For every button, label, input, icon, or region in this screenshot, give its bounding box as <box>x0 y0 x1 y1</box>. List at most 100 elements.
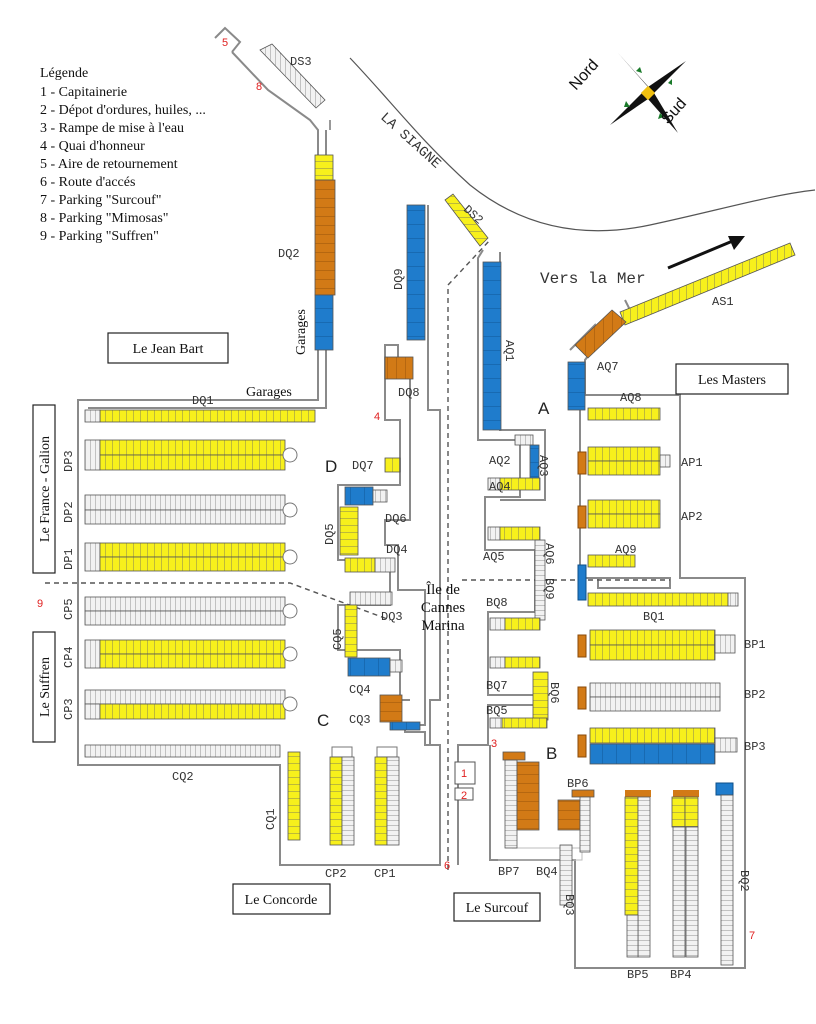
pontoon-dq4-gray[interactable] <box>374 557 396 573</box>
pontoon-aq7-blue[interactable] <box>567 361 586 411</box>
pontoon-bp7-gray[interactable] <box>504 759 518 849</box>
pontoon-bq8-gray[interactable] <box>489 617 506 631</box>
section-d: D <box>325 457 337 476</box>
svg-text:BP6: BP6 <box>567 777 589 791</box>
pontoon-bp5[interactable] <box>624 790 651 958</box>
pontoon-aq9[interactable] <box>587 554 636 568</box>
svg-text:BP2: BP2 <box>744 688 766 702</box>
svg-text:AQ7: AQ7 <box>597 360 619 374</box>
pontoon-dp1[interactable] <box>84 542 298 572</box>
pontoon-bq8[interactable] <box>504 617 541 631</box>
pontoon-bq7[interactable] <box>504 656 541 669</box>
svg-text:DQ4: DQ4 <box>386 543 408 557</box>
svg-text:4: 4 <box>374 411 380 423</box>
svg-text:CP3: CP3 <box>62 698 76 720</box>
pontoon-bp4[interactable] <box>671 790 699 958</box>
dashed-boundary <box>447 239 491 870</box>
place-masters: Les Masters <box>675 363 789 395</box>
pontoon-bp3[interactable] <box>577 727 738 765</box>
pontoon-bq4[interactable] <box>557 799 581 831</box>
svg-text:BQ1: BQ1 <box>643 610 665 624</box>
pontoon-bp7-head[interactable] <box>502 751 526 761</box>
pontoon-dq9[interactable] <box>406 204 426 341</box>
pontoon-cq4[interactable] <box>347 657 391 677</box>
pontoon-bq5[interactable] <box>501 717 548 729</box>
pontoon-dq2-blue[interactable] <box>314 294 334 351</box>
pontoon-dq5[interactable] <box>339 506 359 556</box>
pontoon-aq5[interactable] <box>499 526 541 541</box>
legend-item: 2 - Dépot d'ordures, huiles, ... <box>40 103 206 118</box>
pontoon-bp2[interactable] <box>577 682 721 712</box>
pontoon-bq2-blue[interactable] <box>715 782 734 796</box>
svg-text:9: 9 <box>37 598 43 610</box>
svg-text:Le Surcouf: Le Surcouf <box>466 901 529 916</box>
map-markers: 5 8 4 9 3 1 2 6 7 <box>37 37 755 942</box>
pontoon-dq2-orange[interactable] <box>314 179 336 296</box>
pontoon-blue-small[interactable] <box>577 564 587 601</box>
pontoon-aq5-gray[interactable] <box>487 526 501 541</box>
svg-text:Marina: Marina <box>421 618 465 634</box>
pontoon-as1[interactable] <box>619 242 796 326</box>
svg-text:Cannes: Cannes <box>421 600 465 616</box>
pontoon-cq4-gray[interactable] <box>389 659 403 673</box>
pontoon-dp2[interactable] <box>84 494 298 525</box>
pontoon-bq1-gray[interactable] <box>727 592 739 607</box>
svg-text:8: 8 <box>256 81 262 93</box>
pontoon-dq2-yellow[interactable] <box>314 154 334 181</box>
pontoon-bq7-gray[interactable] <box>489 656 506 669</box>
pontoon-cq1[interactable] <box>287 751 301 841</box>
garages-label: Garages <box>246 385 292 400</box>
pontoon-bp6-gray[interactable] <box>579 796 591 853</box>
pontoon-aq2[interactable] <box>514 434 534 446</box>
svg-text:CP4: CP4 <box>62 646 76 668</box>
svg-text:AQ6: AQ6 <box>542 543 556 565</box>
svg-text:AP1: AP1 <box>681 456 703 470</box>
pontoon-bp1[interactable] <box>577 629 736 661</box>
svg-text:7: 7 <box>749 930 755 942</box>
pontoon-dq7[interactable] <box>384 457 401 473</box>
pontoon-dq6-gray[interactable] <box>372 489 388 503</box>
pontoon-bq6[interactable] <box>532 671 549 721</box>
pontoon-cp4[interactable] <box>84 639 298 669</box>
pontoon-bq1[interactable] <box>587 592 729 607</box>
pontoon-bp7[interactable] <box>516 761 540 831</box>
place-france-galion: Le France - Galion <box>32 404 56 574</box>
pontoon-bp6[interactable] <box>571 789 595 798</box>
svg-text:BQ8: BQ8 <box>486 596 508 610</box>
pontoon-bq2[interactable] <box>720 794 734 966</box>
pontoon-bq5-gray[interactable] <box>489 717 503 729</box>
pontoon-ds3[interactable] <box>259 43 326 109</box>
pontoon-cq3[interactable] <box>379 694 403 723</box>
pontoon-cp1[interactable] <box>374 746 400 846</box>
pontoon-aq4[interactable] <box>499 477 541 491</box>
legend-item: 8 - Parking "Mimosas" <box>40 211 168 226</box>
pontoon-cq3-blue[interactable] <box>389 721 421 731</box>
svg-text:Les Masters: Les Masters <box>698 373 766 388</box>
pontoon-bq3[interactable] <box>559 844 573 906</box>
pontoon-ap2[interactable] <box>577 499 661 529</box>
pontoon-dq6[interactable] <box>344 486 374 506</box>
pontoon-ds2[interactable] <box>444 193 489 247</box>
svg-text:BP5: BP5 <box>627 968 649 982</box>
pontoon-cq5[interactable] <box>344 604 358 658</box>
svg-text:DQ6: DQ6 <box>385 512 407 526</box>
pontoon-dq1[interactable] <box>99 409 316 423</box>
pontoon-aq7-orange[interactable] <box>574 309 627 359</box>
pontoon-ap1[interactable] <box>577 446 671 476</box>
pontoon-cp2[interactable] <box>329 746 355 846</box>
pontoon-dq1-gray[interactable] <box>84 409 101 423</box>
svg-text:1: 1 <box>461 768 467 780</box>
pontoon-aq8[interactable] <box>587 407 661 421</box>
legend-item: 1 - Capitainerie <box>40 85 127 100</box>
pontoon-aq1[interactable] <box>482 261 502 431</box>
pontoon-dp3[interactable] <box>84 439 298 471</box>
pontoon-dq4[interactable] <box>344 557 376 573</box>
svg-text:DQ2: DQ2 <box>278 247 300 261</box>
pontoon-cq2[interactable] <box>84 744 281 758</box>
svg-text:BP7: BP7 <box>498 865 520 879</box>
pontoon-dq3[interactable] <box>349 591 393 606</box>
pontoon-cp5[interactable] <box>84 596 298 626</box>
pontoon-cp3[interactable] <box>84 689 298 720</box>
pontoon-dq8[interactable] <box>384 356 414 380</box>
compass-north: Nord <box>566 57 602 94</box>
